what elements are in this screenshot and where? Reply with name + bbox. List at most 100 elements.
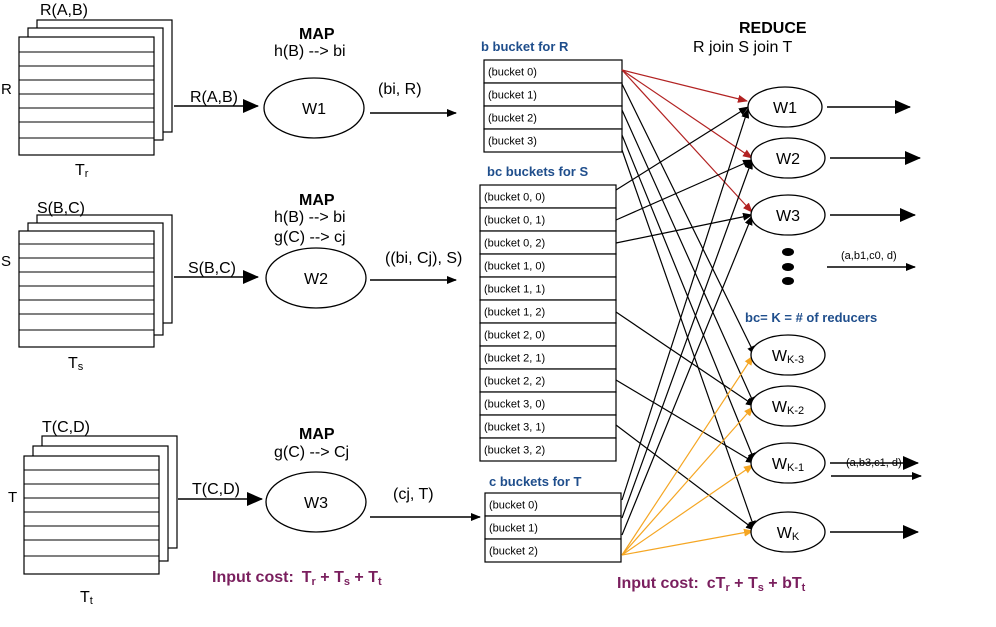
- table-t-size: Tt: [80, 589, 93, 607]
- bucket-cell: (bucket 0, 2): [479, 230, 617, 255]
- shuffle-link: [615, 311, 756, 407]
- reduce-title: REDUCE: [739, 20, 807, 37]
- reduce-subtitle: R join S join T: [693, 39, 793, 56]
- table-r-size: Tr: [75, 162, 89, 180]
- map-stage-3: T(C,D) MAP g(C) --> Cj W3 (cj, T): [178, 426, 481, 533]
- shuffle-link: [615, 379, 756, 464]
- bucket-label: (bucket 1, 0): [484, 261, 545, 273]
- map1-output-label: (bi, R): [378, 81, 422, 98]
- reducer-label: W1: [773, 100, 797, 117]
- reducer-node: W1: [747, 86, 823, 128]
- reducer-label: WK-2: [772, 399, 804, 417]
- bucket-label: (bucket 1, 1): [484, 284, 545, 296]
- map3-output-label: (cj, T): [393, 486, 434, 503]
- bucket-cell: (bucket 1): [484, 515, 622, 540]
- bucket-label: (bucket 3, 1): [484, 422, 545, 434]
- bucket-cell: (bucket 3, 2): [479, 437, 617, 462]
- shuffle-link: [621, 109, 756, 407]
- shuffle-link: [621, 464, 754, 556]
- bucket-cell: (bucket 0, 0): [479, 184, 617, 209]
- more-reducers-dots: [782, 248, 794, 285]
- shuffle-link: [621, 406, 754, 556]
- shuffle-link: [615, 106, 749, 191]
- shuffle-link: [615, 159, 753, 221]
- bucket-cell: (bucket 1, 2): [479, 299, 617, 324]
- input-cost-map: Input cost:Tr + Ts + Tt: [212, 569, 382, 588]
- buckets-s-header: bc buckets for S: [487, 164, 588, 179]
- bucket-label: (bucket 2): [488, 113, 537, 125]
- buckets-r-header: b bucket for R: [481, 39, 569, 54]
- bucket-cell: (bucket 1, 0): [479, 253, 617, 278]
- table-r-schema: R(A,B): [40, 2, 88, 19]
- bucket-label: (bucket 0, 0): [484, 192, 545, 204]
- bucket-cell: (bucket 2): [483, 105, 623, 130]
- bucket-label: (bucket 0, 2): [484, 238, 545, 250]
- map3-input-label: T(C,D): [192, 481, 240, 498]
- shuffle-link: [621, 149, 756, 531]
- bucket-cell: (bucket 2, 1): [479, 345, 617, 370]
- bucket-label: (bucket 1): [488, 90, 537, 102]
- map3-worker: W3: [304, 495, 328, 512]
- buckets-t-list: (bucket 0)(bucket 1)(bucket 2): [484, 492, 622, 563]
- reducer-node: W3: [750, 194, 826, 236]
- bucket-label: (bucket 3): [488, 136, 537, 148]
- shuffle-link: [615, 212, 753, 244]
- bucket-cell: (bucket 0): [484, 492, 622, 517]
- input-cost-reduce: Input cost:cTr + Ts + bTt: [617, 575, 806, 594]
- map1-function: h(B) --> bi: [274, 43, 346, 60]
- table-t: T(C,D) T Tt: [8, 419, 178, 607]
- shuffle-link: [621, 159, 753, 519]
- bucket-label: (bucket 2, 2): [484, 376, 545, 388]
- table-s-label: S: [1, 253, 11, 270]
- shuffle-links: [615, 69, 756, 556]
- buckets-t-header: c buckets for T: [489, 474, 582, 489]
- table-s-size: Ts: [68, 355, 84, 373]
- map2-input-label: S(B,C): [188, 260, 236, 277]
- map1-title: MAP: [299, 26, 335, 43]
- reducer-label: WK-3: [772, 348, 804, 366]
- bucket-cell: (bucket 2, 0): [479, 322, 617, 347]
- shuffle-link: [621, 69, 753, 213]
- shuffle-link: [621, 69, 753, 159]
- map2-worker: W2: [304, 271, 328, 288]
- shuffle-link: [621, 108, 750, 501]
- bucket-label: (bucket 0, 1): [484, 215, 545, 227]
- reducer-node: WK: [750, 511, 826, 553]
- shuffle-link: [621, 83, 756, 356]
- buckets-r-list: (bucket 0) (bucket 1) (bucket 2) (bucket 3): [483, 59, 623, 153]
- bucket-cell: (bucket 3): [483, 128, 623, 153]
- reducer-label: WK: [777, 525, 800, 543]
- bucket-cell: (bucket 3, 0): [479, 391, 617, 416]
- reduce-output-example-2: (a,b3,c1, d): [846, 457, 902, 469]
- map2-function-g: g(C) --> cj: [274, 229, 346, 246]
- shuffle-link: [621, 215, 753, 536]
- shuffle-link: [621, 355, 754, 556]
- reducer-node: WK-1: [750, 442, 826, 484]
- shuffle-link: [621, 528, 754, 556]
- bucket-label: (bucket 2, 1): [484, 353, 545, 365]
- table-r-label: R: [1, 81, 12, 98]
- bucket-label: (bucket 1, 2): [484, 307, 545, 319]
- table-r: R(A,B) R Tr: [1, 2, 173, 180]
- table-t-schema: T(C,D): [42, 419, 90, 436]
- reducer-node: WK-3: [750, 334, 826, 376]
- bucket-label: (bucket 3, 2): [484, 445, 545, 457]
- table-s: S(B,C) S Ts: [1, 200, 173, 373]
- buckets-s-list: (bucket 0, 0) (bucket 0, 1) (bucket 0, 2) (…: [479, 184, 617, 462]
- bucket-cell: (bucket 3, 1): [479, 414, 617, 439]
- bucket-cell: (bucket 0): [483, 59, 623, 84]
- shuffle-link: [615, 424, 756, 531]
- bucket-label: (bucket 1): [489, 523, 538, 535]
- reducer-node: W2: [750, 137, 826, 179]
- map-stage-1: R(A,B) MAP h(B) --> bi W1 (bi, R): [174, 26, 457, 139]
- shuffle-link: [621, 134, 756, 463]
- bucket-cell: (bucket 1, 1): [479, 276, 617, 301]
- table-t-label: T: [8, 489, 17, 506]
- reducer-count-note: bc= K = # of reducers: [745, 310, 877, 325]
- bucket-label: (bucket 2, 0): [484, 330, 545, 342]
- reducer-label: W3: [776, 208, 800, 225]
- bucket-cell: (bucket 1): [483, 82, 623, 107]
- map2-output-label: ((bi, Cj), S): [385, 250, 462, 267]
